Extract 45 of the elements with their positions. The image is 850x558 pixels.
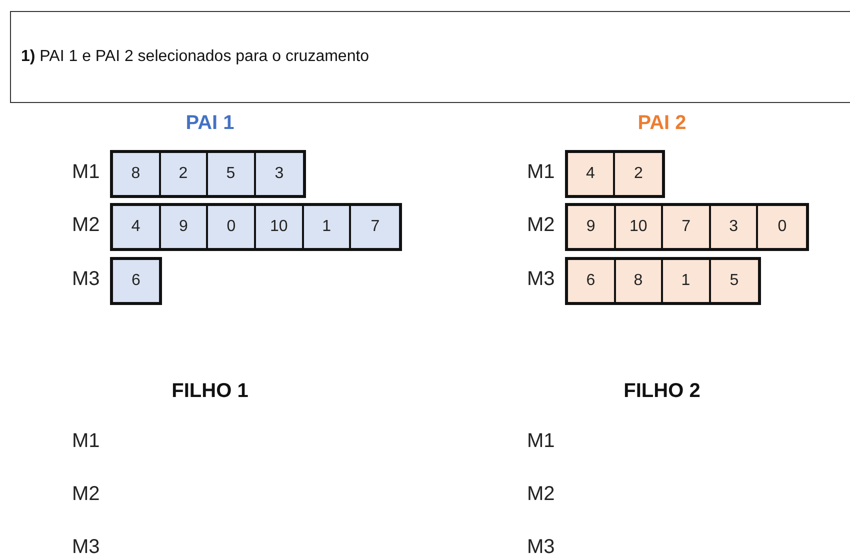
- instruction-text: 1) PAI 1 e PAI 2 selecionados para o cruzamento: [21, 48, 370, 66]
- gene-cell: 9: [160, 206, 208, 248]
- gene-cell: 3: [710, 206, 758, 248]
- row-label: M3: [72, 536, 100, 558]
- gene-cell: 1: [663, 260, 710, 302]
- row-label: M2: [527, 483, 555, 506]
- chromosome-row: [565, 203, 809, 251]
- gene-cell: 4: [568, 153, 616, 195]
- gene-cell: 6: [568, 260, 616, 302]
- gene-cell: 7: [351, 206, 400, 248]
- gene-cell: 0: [758, 206, 806, 248]
- gene-cell: 2: [615, 153, 662, 195]
- gene-cell: 6: [113, 260, 159, 302]
- row-label: M3: [527, 536, 555, 558]
- heading: PAI 2: [636, 112, 688, 135]
- row-label: M2: [72, 214, 100, 237]
- gene-cell: 4: [113, 206, 161, 248]
- gene-cell: 0: [208, 206, 256, 248]
- chromosome-row: [110, 203, 402, 251]
- heading: FILHO 1: [170, 380, 250, 403]
- instruction-box: [10, 11, 850, 103]
- chromosome-row: [565, 257, 761, 305]
- gene-cell: 5: [208, 153, 256, 195]
- chromosome-row: [565, 150, 665, 198]
- chromosome-row: [110, 150, 306, 198]
- gene-cell: 9: [568, 206, 616, 248]
- heading: FILHO 2: [622, 380, 702, 403]
- row-label: M2: [527, 214, 555, 237]
- gene-cell: 8: [616, 260, 663, 302]
- gene-cell: 7: [663, 206, 711, 248]
- gene-cell: 10: [616, 206, 664, 248]
- row-label: M2: [72, 483, 100, 506]
- gene-cell: 1: [304, 206, 352, 248]
- gene-cell: 2: [160, 153, 208, 195]
- row-label: M1: [72, 161, 100, 184]
- row-label: M1: [527, 430, 555, 453]
- row-label: M3: [72, 268, 100, 291]
- gene-cell: 5: [710, 260, 758, 302]
- gene-cell: 8: [113, 153, 160, 195]
- row-label: M1: [527, 161, 555, 184]
- gene-cell: 10: [256, 206, 304, 248]
- row-label: M3: [527, 268, 555, 291]
- heading: PAI 1: [184, 112, 236, 135]
- row-label: M1: [72, 430, 100, 453]
- gene-cell: 3: [256, 153, 303, 195]
